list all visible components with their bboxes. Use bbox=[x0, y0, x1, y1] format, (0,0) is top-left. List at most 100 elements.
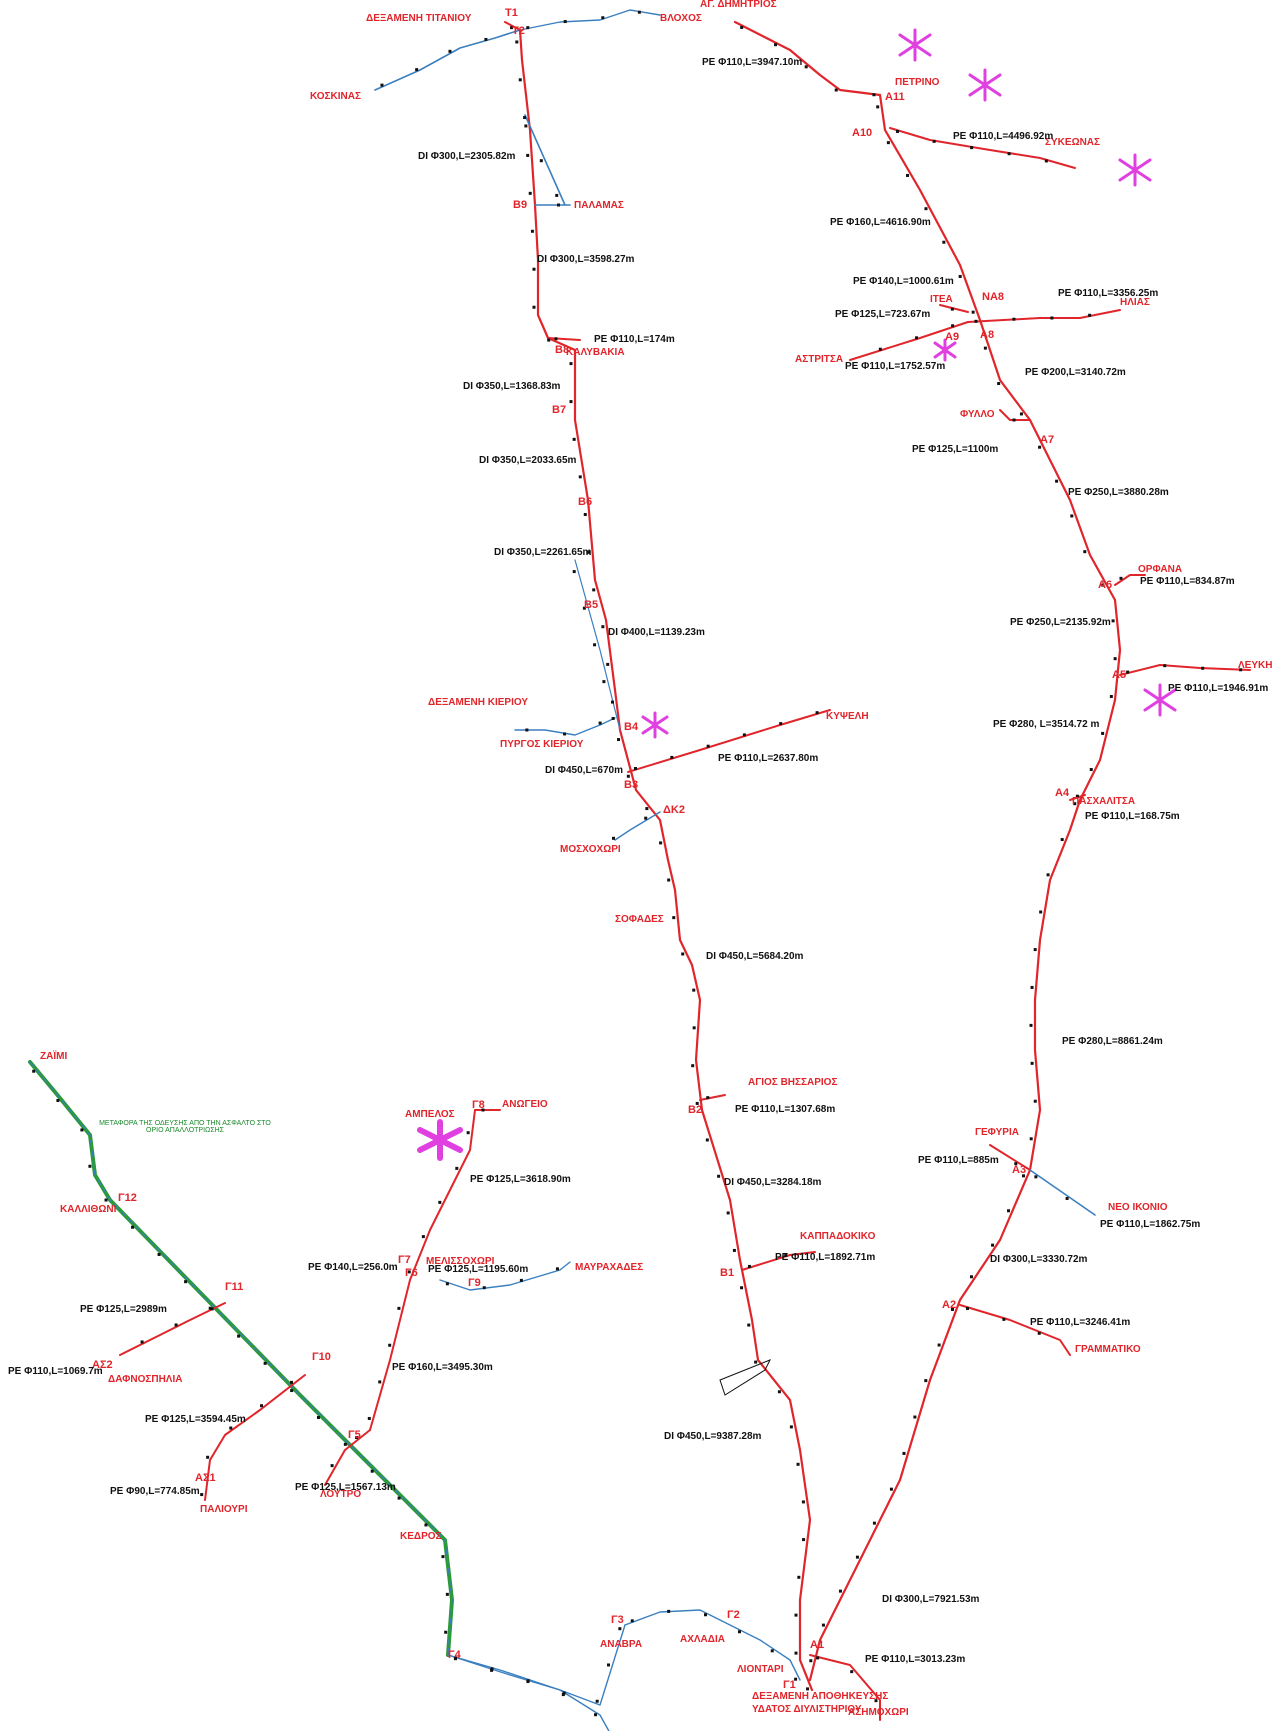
pipe-spec-label: PE Φ125,L=1100m bbox=[912, 444, 999, 455]
pipe-asimochori bbox=[809, 1654, 881, 1721]
pipe-spec-label: DI Φ450,L=9387.28m bbox=[664, 1431, 762, 1442]
node-label: B3 bbox=[624, 779, 639, 791]
asterisk-markers bbox=[417, 28, 1177, 1161]
pipe-fyllo bbox=[999, 409, 1031, 421]
asterisk-marker-icon bbox=[1118, 153, 1152, 187]
place-label: ΔΕΞΑΜΕΝΗ ΚΙΕΡΙΟΥ bbox=[428, 697, 529, 708]
place-label: ΚΥΨΕΛΗ bbox=[826, 711, 869, 722]
pipe-kosikinas bbox=[374, 29, 521, 91]
place-label: ΠΥΡΓΟΣ ΚΙΕΡΙΟΥ bbox=[500, 739, 584, 750]
junction-dot-icon bbox=[1089, 768, 1093, 772]
junction-dot-icon bbox=[592, 588, 596, 592]
junction-dot-icon bbox=[598, 721, 602, 725]
junction-dot-icon bbox=[821, 1623, 825, 1627]
junction-dot-icon bbox=[804, 65, 808, 69]
place-label: ΑΣΤΡΙΤΣΑ bbox=[795, 354, 844, 365]
node-label: Γ8 bbox=[472, 1099, 485, 1111]
junction-dot-icon bbox=[951, 324, 955, 328]
junction-dot-icon bbox=[681, 952, 685, 956]
pipe-ag-dimitrios bbox=[733, 20, 882, 97]
pipe-spec-label: PE Φ110,L=1307.68m bbox=[735, 1104, 836, 1115]
junction-dot-icon bbox=[770, 1649, 774, 1653]
junction-dot-icon bbox=[397, 1306, 401, 1310]
junction-dot-icon bbox=[510, 26, 514, 30]
place-label: ΚΟΣΚΙΝΑΣ bbox=[310, 91, 361, 102]
junction-dot-icon bbox=[906, 173, 910, 177]
junction-dot-icon bbox=[855, 1555, 859, 1559]
pipe-spec-label: PE Φ110,L=834.87m bbox=[1140, 576, 1235, 587]
junction-dot-icon bbox=[370, 1469, 374, 1473]
junction-dot-icon bbox=[797, 1575, 801, 1579]
place-label: ΛΙΟΝΤΑΡΙ bbox=[737, 1664, 784, 1675]
junction-dot-icon bbox=[838, 1589, 842, 1593]
junction-dot-icon bbox=[691, 1064, 695, 1068]
place-label: ΙΤΕΑ bbox=[930, 294, 953, 305]
node-label: A10 bbox=[852, 127, 873, 139]
place-label: ΠΕΤΡΙΝΟ bbox=[895, 77, 940, 88]
junction-dot-icon bbox=[601, 16, 605, 20]
junction-dot-icon bbox=[630, 1619, 634, 1623]
pipe-mavrachades bbox=[439, 1261, 571, 1291]
pipe-spec-label: DI Φ300,L=3330.72m bbox=[990, 1254, 1088, 1265]
junction-dot-icon bbox=[789, 1425, 793, 1429]
junction-dot-icon bbox=[582, 606, 586, 610]
pipe-network bbox=[28, 9, 1251, 1731]
place-label: ΜΟΣΧΟΧΩΡΙ bbox=[560, 844, 621, 855]
node-label: A1 bbox=[810, 1639, 825, 1651]
node-label: Γ9 bbox=[468, 1277, 481, 1289]
junction-dot-icon bbox=[563, 20, 567, 24]
junction-dot-icon bbox=[924, 1379, 928, 1383]
junction-dot-icon bbox=[794, 1651, 798, 1655]
pipe-spec-label: PE Φ125,L=2989m bbox=[80, 1304, 167, 1315]
junction-dot-icon bbox=[645, 807, 649, 811]
junction-dot-icon bbox=[174, 1323, 178, 1327]
junction-dot-icon bbox=[806, 1687, 810, 1691]
junction-dot-icon bbox=[1033, 1099, 1037, 1103]
junction-dot-icon bbox=[737, 1630, 741, 1634]
junction-dot-icon bbox=[210, 1307, 214, 1311]
node-label: Γ10 bbox=[312, 1351, 331, 1363]
node-label: A9 bbox=[945, 331, 960, 343]
node-label: B7 bbox=[552, 404, 567, 416]
place-label: ΔΕΞΑΜΕΝΗ ΑΠΟΘΗΚΕΥΣΗΣ bbox=[752, 1691, 889, 1702]
pipe-spec-label: PE Φ110,L=2637.80m bbox=[718, 753, 819, 764]
junction-dot-icon bbox=[444, 1630, 448, 1634]
place-label: ΠΑΛΑΜΑΣ bbox=[574, 200, 624, 211]
asterisk-marker-icon bbox=[968, 68, 1002, 102]
pipe-spec-label: PE Φ280,L=8861.24m bbox=[1062, 1036, 1163, 1047]
junction-dot-icon bbox=[611, 700, 615, 704]
pipe-moschochori bbox=[614, 811, 661, 841]
asterisk-marker-icon bbox=[933, 338, 957, 362]
pipe-spec-label: PE Φ140,L=1000.61m bbox=[853, 276, 954, 287]
pipe-g3-g2-g1 bbox=[624, 1609, 801, 1681]
junction-dot-icon bbox=[1007, 1209, 1011, 1213]
junction-dot-icon bbox=[747, 1264, 751, 1268]
junction-dot-icon bbox=[726, 1211, 730, 1215]
place-label: ΔΑΦΝΟΣΠΗΛΙΑ bbox=[108, 1374, 183, 1385]
junction-dot-icon bbox=[519, 1278, 523, 1282]
junction-dot-icon bbox=[455, 1166, 459, 1170]
junction-dot-icon bbox=[1021, 1174, 1025, 1178]
junction-dot-icon bbox=[809, 1659, 813, 1663]
junction-dot-icon bbox=[316, 1415, 320, 1419]
junction-dot-icon bbox=[1050, 316, 1054, 320]
junction-dot-icon bbox=[438, 1200, 442, 1204]
pipe-g4-g1 bbox=[447, 1654, 610, 1731]
place-label: ΑΣΗΜΟΧΩΡΙ bbox=[848, 1707, 909, 1718]
junction-dot-icon bbox=[1119, 576, 1123, 580]
place-label: ΠΑΣΧΑΛΙΤΣΑ bbox=[1072, 796, 1136, 807]
junction-dot-icon bbox=[637, 10, 641, 14]
pipe-itea bbox=[939, 304, 969, 313]
junction-dot-icon bbox=[445, 1592, 449, 1596]
junction-dot-icon bbox=[330, 1464, 334, 1468]
pipe-kypseli bbox=[627, 709, 831, 773]
junction-dot-icon bbox=[915, 336, 919, 340]
junction-dot-icon bbox=[617, 738, 621, 742]
junction-dot-icon bbox=[667, 878, 671, 882]
pipe-spec-label: PE Φ110,L=3013.23m bbox=[865, 1654, 966, 1665]
pipe-spec-label: PE Φ125,L=723.67m bbox=[835, 309, 931, 320]
place-label: ΓΡΑΜΜΑΤΙΚΟ bbox=[1075, 1344, 1141, 1355]
junction-dot-icon bbox=[563, 732, 567, 736]
junction-dot-icon bbox=[784, 1253, 788, 1257]
node-label: A8 bbox=[980, 329, 995, 341]
